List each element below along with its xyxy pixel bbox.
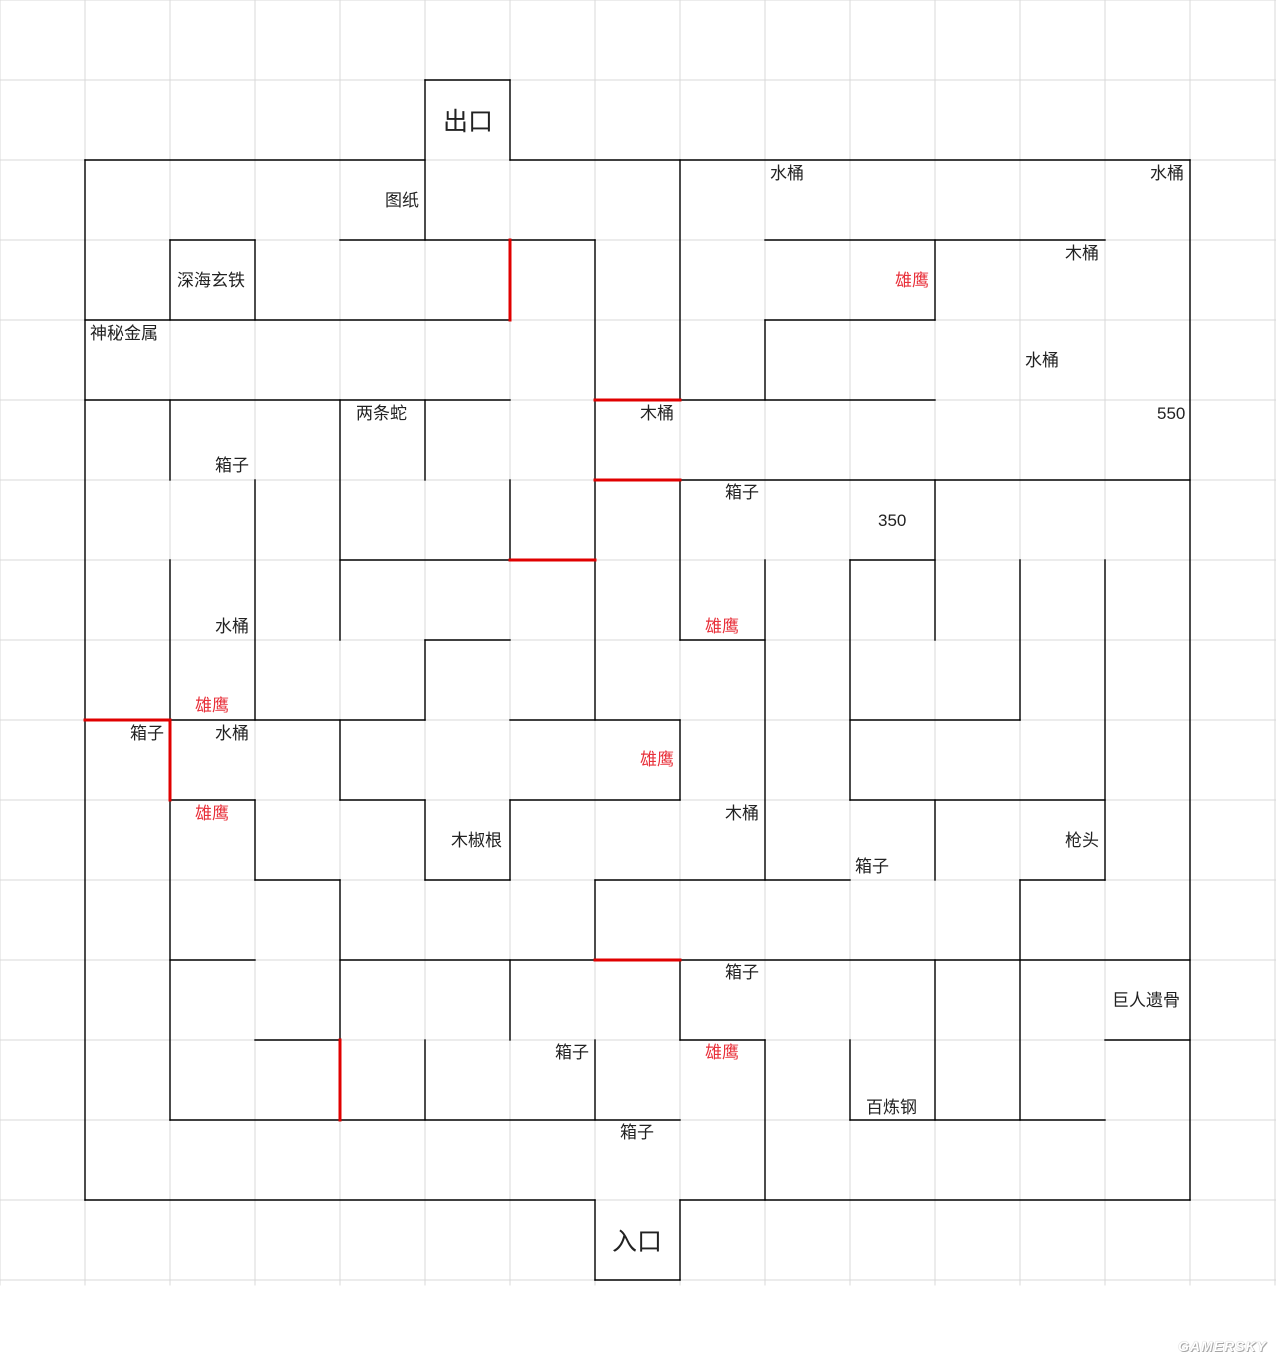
item-eagle: 雄鹰 xyxy=(895,271,929,291)
exit-label: 出口 xyxy=(443,107,494,136)
watermark-logo: GAMERSKY xyxy=(1178,1338,1267,1354)
item-wooden-barrel: 木桶 xyxy=(640,404,674,424)
item-eagle: 雄鹰 xyxy=(640,750,674,770)
item-mystery-metal: 神秘金属 xyxy=(90,324,158,344)
item-water-bucket: 水桶 xyxy=(215,617,249,637)
item-box: 箱子 xyxy=(725,483,759,503)
item-eagle: 雄鹰 xyxy=(705,617,739,637)
item-giant-remains: 巨人遗骨 xyxy=(1112,991,1180,1011)
item-water-bucket: 水桶 xyxy=(1025,351,1059,371)
item-water-bucket: 水桶 xyxy=(770,164,804,184)
item-box: 箱子 xyxy=(620,1123,654,1143)
spreadsheet-gridlines xyxy=(0,0,1276,1286)
item-box: 箱子 xyxy=(855,857,889,877)
item-box: 箱子 xyxy=(215,456,249,476)
maze-walls xyxy=(83,79,1191,1281)
entrance-label: 入口 xyxy=(612,1227,663,1256)
item-water-bucket: 水桶 xyxy=(1150,164,1184,184)
item-blueprint: 图纸 xyxy=(385,191,419,211)
item-box: 箱子 xyxy=(130,724,164,744)
item-wooden-barrel: 木桶 xyxy=(1065,244,1099,264)
item-spearhead: 枪头 xyxy=(1065,831,1099,851)
item-box: 箱子 xyxy=(555,1043,589,1063)
value-350: 350 xyxy=(878,511,907,530)
item-refined-steel: 百炼钢 xyxy=(866,1098,917,1118)
item-wood-pepper-root: 木椒根 xyxy=(451,831,502,851)
item-water-bucket: 水桶 xyxy=(215,724,249,744)
item-eagle: 雄鹰 xyxy=(195,696,229,716)
item-eagle: 雄鹰 xyxy=(705,1043,739,1063)
item-two-snakes: 两条蛇 xyxy=(356,404,407,424)
item-eagle: 雄鹰 xyxy=(195,804,229,824)
item-box: 箱子 xyxy=(725,963,759,983)
item-deep-sea-iron: 深海玄铁 xyxy=(177,271,245,291)
item-wooden-barrel: 木桶 xyxy=(725,804,759,824)
value-550: 550 xyxy=(1157,404,1186,423)
